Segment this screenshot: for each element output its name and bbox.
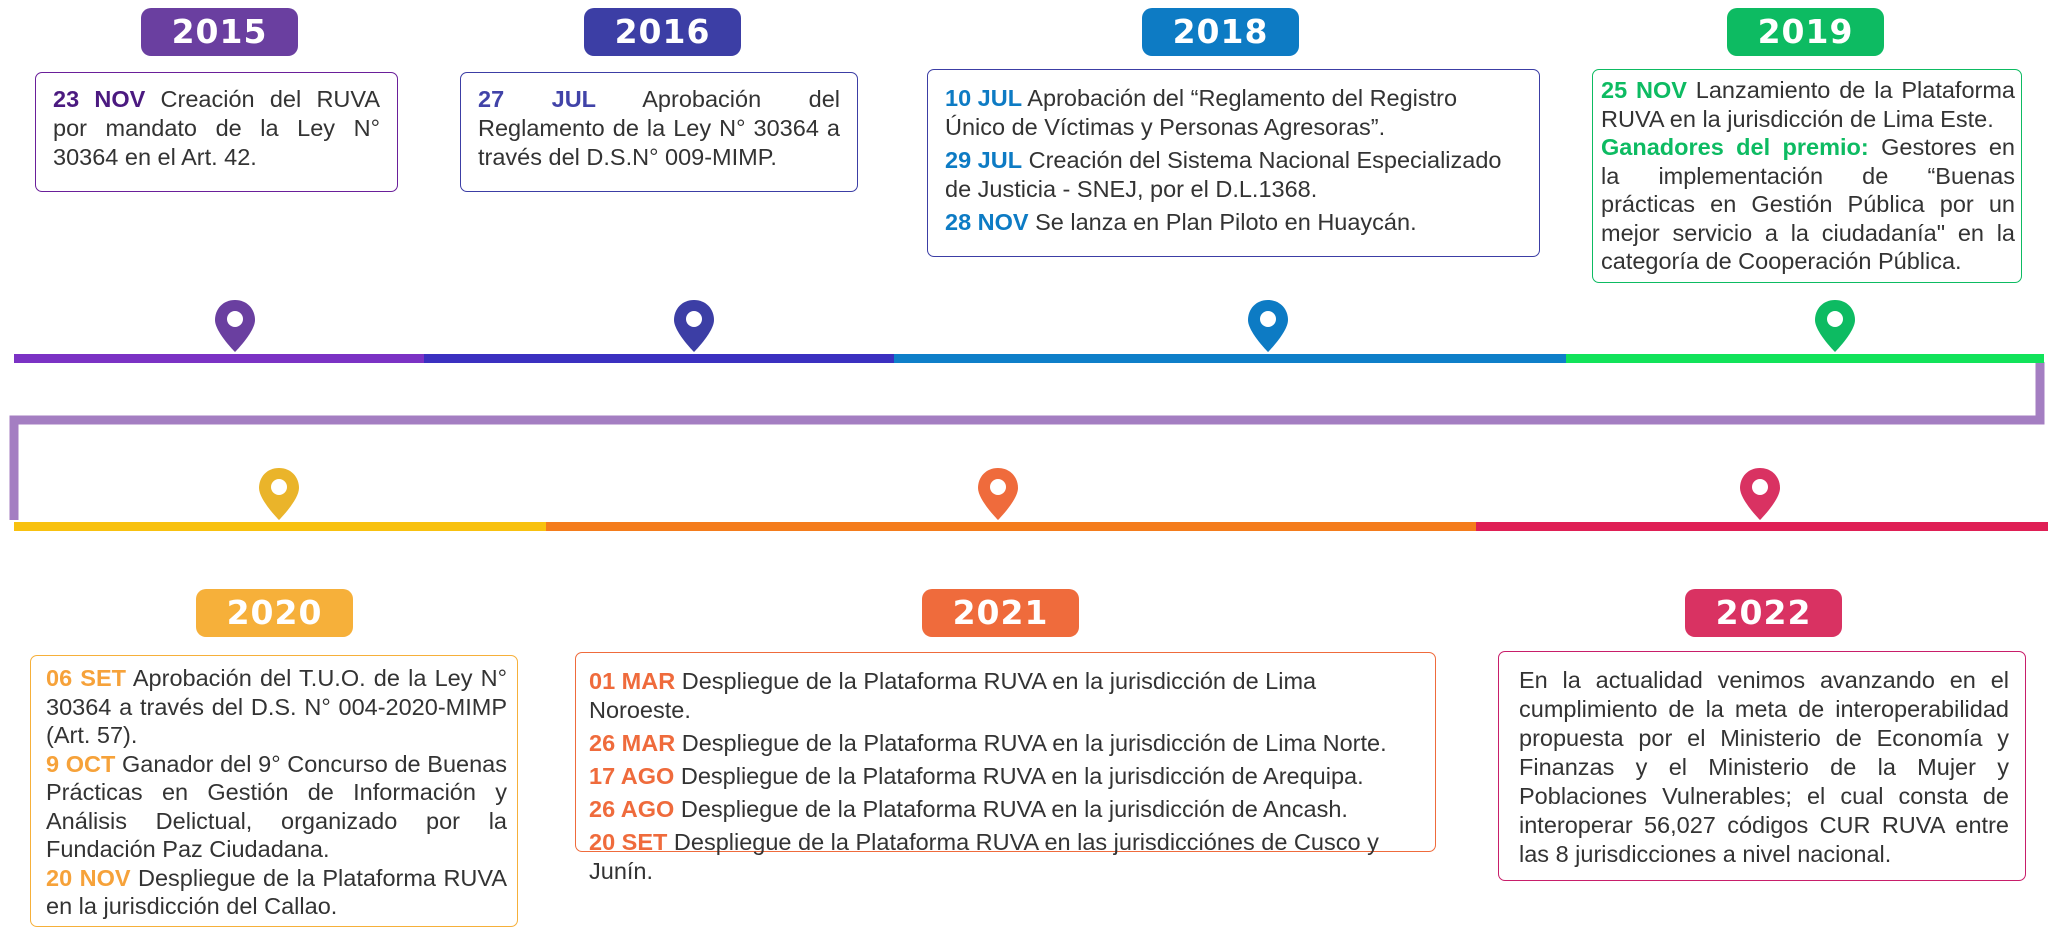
event-card-2015: 23 NOV Creación del RUVA por mandato de …: [35, 72, 398, 192]
event-entry: 25 NOV Lanzamiento de la Plataforma RUVA…: [1601, 77, 2016, 132]
timeline-bar-2019: [1566, 354, 2044, 363]
event-entry: 9 OCT Ganador del 9° Concurso de Buenas …: [46, 750, 507, 863]
year-badge-2015: 2015: [141, 8, 298, 56]
event-entry: 20 NOV Despliegue de la Plataforma RUVA …: [46, 864, 508, 920]
year-badge-2021: 2021: [922, 589, 1079, 637]
timeline-bar-2021: [546, 522, 1476, 531]
year-badge-2016: 2016: [584, 8, 741, 56]
event-card-2018: 10 JUL Aprobación del “Reglamento del Re…: [927, 69, 1540, 257]
event-entry: Ganadores del premio: Gestores en la imp…: [1601, 134, 2015, 274]
map-pin-icon: [1740, 468, 1780, 520]
year-badge-2019: 2019: [1727, 8, 1884, 56]
timeline-bar-2022: [1476, 522, 2048, 531]
timeline-bar-2016: [424, 354, 894, 363]
event-card-2019: 25 NOV Lanzamiento de la Plataforma RUVA…: [1592, 69, 2022, 283]
event-entry: 29 JUL Creación del Sistema Nacional Esp…: [945, 147, 1502, 202]
timeline-bar-2018: [894, 354, 1566, 363]
event-entry: 10 JUL Aprobación del “Reglamento del Re…: [945, 85, 1458, 140]
map-pin-icon: [674, 300, 714, 352]
event-entry: 26 AGO Despliegue de la Plataforma RUVA …: [589, 796, 1348, 822]
map-pin-icon: [259, 468, 299, 520]
event-entry: 17 AGO Despliegue de la Plataforma RUVA …: [589, 763, 1364, 789]
event-entry: 23 NOV Creación del RUVA por mandato de …: [53, 86, 380, 170]
event-entry: 20 SET Despliegue de la Plataforma RUVA …: [589, 829, 1379, 884]
event-entry: 28 NOV Se lanza en Plan Piloto en Huaycá…: [945, 209, 1417, 235]
year-badge-2020: 2020: [196, 589, 353, 637]
map-pin-icon: [978, 468, 1018, 520]
event-entry: 01 MAR Despliegue de la Plataforma RUVA …: [589, 668, 1317, 723]
map-pin-icon: [1248, 300, 1288, 352]
event-card-2020: 06 SET Aprobación del T.U.O. de la Ley N…: [30, 655, 518, 927]
map-pin-icon: [215, 300, 255, 352]
year-badge-2022: 2022: [1685, 589, 1842, 637]
event-entry: En la actualidad venimos avanzando en el…: [1519, 667, 2009, 867]
event-card-2021: 01 MAR Despliegue de la Plataforma RUVA …: [575, 652, 1436, 884]
event-entry: 06 SET Aprobación del T.U.O. de la Ley N…: [46, 665, 507, 748]
event-entry: 27 JUL Aprobación del Reglamento de la L…: [478, 86, 840, 170]
timeline-bar-2020: [14, 522, 546, 531]
event-card-2016: 27 JUL Aprobación del Reglamento de la L…: [460, 72, 858, 192]
event-entry: 26 MAR Despliegue de la Plataforma RUVA …: [589, 730, 1387, 756]
event-card-2022: En la actualidad venimos avanzando en el…: [1498, 651, 2026, 881]
map-pin-icon: [1815, 300, 1855, 352]
year-badge-2018: 2018: [1142, 8, 1299, 56]
timeline-bar-2015: [14, 354, 424, 363]
